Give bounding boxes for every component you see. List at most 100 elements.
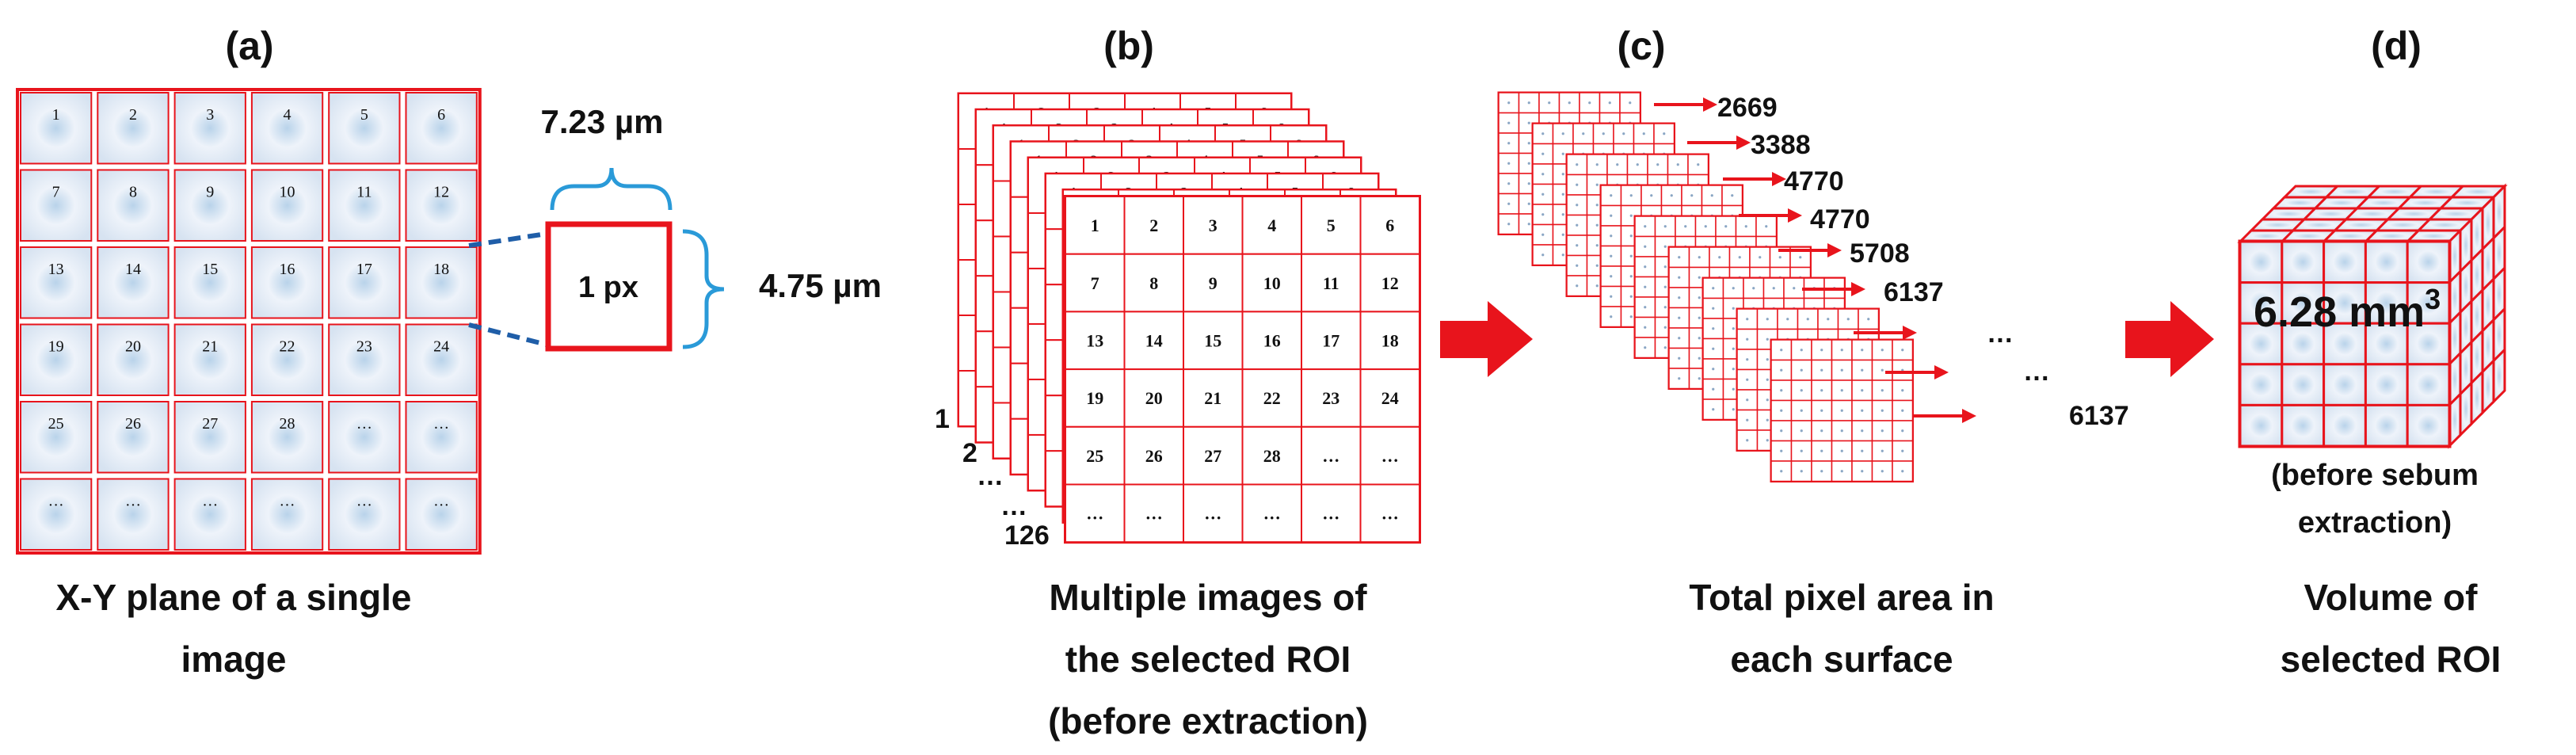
cell-dot <box>1507 101 1511 105</box>
cell-number: 15 <box>202 261 218 278</box>
grid-cell <box>2406 240 2451 284</box>
cell-number: … <box>125 493 141 510</box>
cell-dot <box>1561 173 1564 176</box>
cell-dot <box>1731 194 1734 197</box>
cell-number: … <box>356 493 372 510</box>
cell-dot <box>1820 449 1823 452</box>
cell-dot <box>1507 162 1511 165</box>
grid-cell <box>20 92 93 165</box>
cell-dot <box>1678 316 1681 319</box>
cell-number: 24 <box>433 338 449 356</box>
cell-dot <box>1678 276 1681 279</box>
cell-dot <box>1629 101 1632 105</box>
cell-dot <box>1610 194 1613 197</box>
cell-dot <box>1881 409 1884 412</box>
cell-number: 1 <box>1091 215 1099 235</box>
cell-dot <box>1766 398 1769 402</box>
grid-cell <box>2323 403 2367 448</box>
surface-area-value: 5708 <box>1850 238 1910 269</box>
panel-c-caption-line1: Total pixel area in <box>1689 577 1994 618</box>
cell-dot <box>1861 449 1864 452</box>
value-arrow-head-icon <box>1827 243 1842 257</box>
cell-number: 16 <box>1263 330 1281 350</box>
panel-d-caption-line2: selected ROI <box>2281 639 2502 680</box>
grid-cell <box>328 92 401 165</box>
value-arrow-head-icon <box>1772 172 1786 186</box>
grid-cell <box>20 246 93 319</box>
cell-number: … <box>433 415 449 433</box>
cell-number: 2 <box>1149 215 1158 235</box>
grid-cell <box>1301 311 1362 371</box>
cell-number: 8 <box>1149 273 1158 293</box>
cell-dot <box>1840 429 1843 433</box>
panel-d-caption-line1: Volume of <box>2304 577 2479 618</box>
cell-dot <box>1710 194 1713 197</box>
cell-dot <box>1800 429 1803 433</box>
grid-cell <box>2281 240 2326 284</box>
cell-dot <box>1881 368 1884 372</box>
cell-dot <box>1759 256 1762 259</box>
surface-area-value: … <box>2023 357 2050 387</box>
cell-dot <box>1698 377 1701 380</box>
cell-dot <box>1629 194 1633 197</box>
surface-stack <box>1497 91 1914 482</box>
cell-dot <box>1766 439 1769 442</box>
grid-cell <box>1183 368 1244 428</box>
cell-dot <box>1507 121 1511 124</box>
volume-exponent: 3 <box>2425 283 2441 315</box>
cell-dot <box>1663 285 1667 288</box>
cell-number: 17 <box>356 261 372 278</box>
cell-dot <box>1738 256 1741 259</box>
grid-cell <box>2323 240 2367 284</box>
grid-cell <box>405 246 478 319</box>
grid-cell <box>250 92 324 165</box>
grid-cell <box>1892 339 1914 361</box>
cell-dot <box>1712 368 1715 371</box>
cell-dot <box>1732 287 1735 290</box>
grid-cell <box>1359 483 1420 543</box>
cell-dot <box>1840 470 1843 473</box>
cell-number: 28 <box>280 415 295 433</box>
cell-dot <box>1684 225 1687 228</box>
grid-cell <box>1183 483 1244 543</box>
cell-dot <box>1698 296 1701 299</box>
cell-dot <box>1576 284 1579 288</box>
cell-number: 23 <box>356 338 372 356</box>
cell-dot <box>1636 163 1639 166</box>
cell-dot <box>1840 368 1843 372</box>
grid-cell <box>1359 253 1420 313</box>
cell-dot <box>1732 387 1735 391</box>
volume-note-line1: (before sebum <box>2271 459 2479 492</box>
grid-cell <box>1241 311 1302 371</box>
cell-dot <box>1527 202 1530 205</box>
cell-dot <box>1800 409 1803 412</box>
cell-dot <box>1746 337 1749 341</box>
cell-dot <box>1780 470 1783 473</box>
cell-dot <box>1861 470 1864 473</box>
cell-dot <box>1712 327 1715 330</box>
cell-dot <box>1766 337 1769 341</box>
cell-dot <box>1704 225 1707 228</box>
stack-index-ellipsis1: … <box>977 461 1004 491</box>
grid-cell <box>1359 425 1420 486</box>
cell-dot <box>1861 429 1864 433</box>
cell-number: 2 <box>129 106 137 124</box>
grid-cell <box>1558 92 1580 114</box>
cell-dot <box>1861 368 1864 372</box>
cell-dot <box>1629 315 1633 318</box>
grid-cell <box>2323 363 2367 406</box>
cell-dot <box>1663 225 1667 228</box>
cell-number: 10 <box>280 184 295 201</box>
cell-number: 24 <box>1381 388 1399 408</box>
surface-area-value: 6137 <box>2069 401 2129 431</box>
cell-dot <box>1595 163 1599 166</box>
cell-dot <box>1541 193 1545 196</box>
cell-dot <box>1576 244 1579 247</box>
cell-dot <box>1800 470 1803 473</box>
cell-dot <box>1861 409 1864 412</box>
grid-cell <box>1600 285 1622 307</box>
cell-dot <box>1527 162 1530 165</box>
